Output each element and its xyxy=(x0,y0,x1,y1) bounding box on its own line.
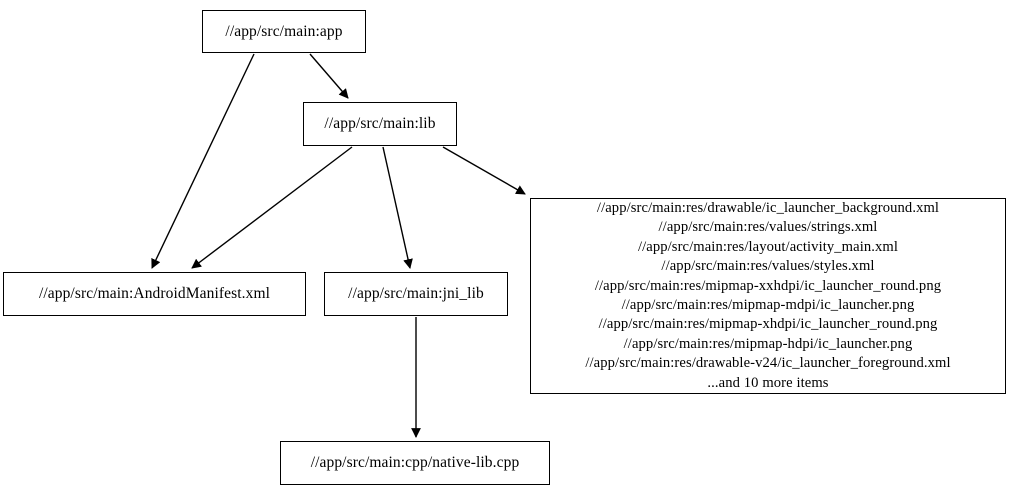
graph-edge-lib-to-jni_lib xyxy=(382,146,413,269)
node-jni-lib-label: //app/src/main:jni_lib xyxy=(348,285,484,303)
node-native-lib-cpp[interactable]: //app/src/main:cpp/native-lib.cpp xyxy=(280,441,550,485)
node-jni-lib[interactable]: //app/src/main:jni_lib xyxy=(324,272,508,316)
graph-edge-app-to-lib xyxy=(309,53,349,99)
graph-edge-lib-to-manifest xyxy=(191,146,353,269)
graph-edge-lib-to-res xyxy=(442,146,526,195)
node-lib-label: //app/src/main:lib xyxy=(324,115,436,133)
node-res-group[interactable]: //app/src/main:res/drawable/ic_launcher_… xyxy=(530,198,1006,394)
node-app[interactable]: //app/src/main:app xyxy=(202,10,366,53)
node-android-manifest[interactable]: //app/src/main:AndroidManifest.xml xyxy=(3,272,306,316)
graph-edge-app-to-manifest xyxy=(151,53,255,269)
node-android-manifest-label: //app/src/main:AndroidManifest.xml xyxy=(38,285,271,303)
node-lib[interactable]: //app/src/main:lib xyxy=(303,102,457,146)
node-app-label: //app/src/main:app xyxy=(225,22,343,40)
node-res-group-label: //app/src/main:res/drawable/ic_launcher_… xyxy=(585,199,951,391)
node-native-lib-cpp-label: //app/src/main:cpp/native-lib.cpp xyxy=(310,454,520,472)
